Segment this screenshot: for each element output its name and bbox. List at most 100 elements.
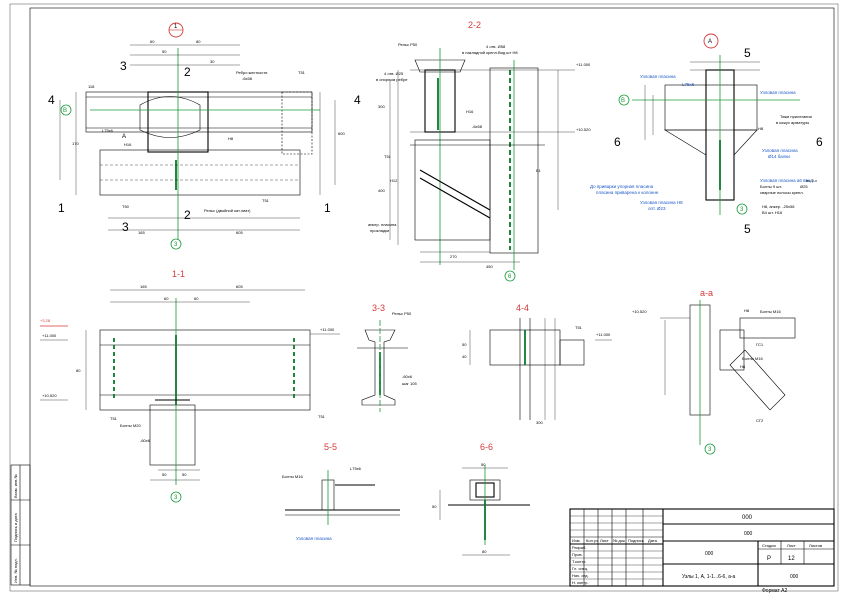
s11-dim-80: 80: [76, 368, 81, 373]
saa-axis: 3: [708, 447, 712, 453]
s55-callout-plate: Узловая пласина: [296, 536, 332, 541]
node1-callout-a: А: [122, 134, 126, 140]
saa-callout-5: СГ2: [756, 418, 764, 423]
view-section-3-3: 3-3 Рельс Р50 -60х6 шаг 105: [357, 303, 417, 412]
saa-callout-1: Н8: [744, 308, 750, 313]
s11-dim-60a: 60: [164, 296, 169, 301]
node1-callout-angle: L75х6: [102, 128, 114, 133]
tb-role-2: Т.контр.: [572, 559, 587, 564]
tb-name: 000: [705, 551, 714, 557]
tb-sheet-value: 12: [788, 556, 795, 562]
tb-code-second: 000: [744, 531, 753, 537]
saa-callout-3: Болты М16: [742, 356, 763, 361]
nodeA-c3: Тяжи прилегания: [780, 114, 812, 119]
view-section-6-6: 6-6 50 50 80: [432, 442, 530, 556]
left-margin-stamp: Взам. инв.№ Подпись и дата Инв. № подл.: [10, 464, 31, 586]
tb-stage-value: Р: [767, 556, 771, 562]
nodeA-c5: Н8: [758, 126, 764, 131]
cut-4-right: 4: [354, 93, 361, 107]
node1-dim-600: 600: [338, 131, 345, 136]
node-a-axis-letter: В: [621, 98, 625, 104]
view-section-4-4: 4-4 Т51 +11.000 50 40 300: [462, 303, 612, 425]
side-label-1: Взам. инв.№: [13, 474, 18, 498]
nodeA-c12: сварные полосы крепл.: [760, 190, 804, 195]
s44-title: 4-4: [516, 303, 529, 313]
s11-title: 1-1: [172, 269, 185, 279]
tb-role-4: Нач. отд.: [572, 573, 589, 578]
tb-header-0: Изм.: [572, 538, 581, 543]
s11-callout-plate: -60х6: [140, 438, 151, 443]
s22-callout-holes-note: в накладной крепл.Вид шт Н8: [462, 50, 518, 55]
s22-callout-shims: прокладки: [370, 228, 389, 233]
node-a-cut-6-right: 6: [816, 135, 823, 149]
nodeA-c0: Узловая пласина: [640, 74, 676, 79]
node1-dim-30: 30: [210, 59, 215, 64]
tb-org: 000: [790, 574, 799, 580]
tb-description: Узлы 1, А, 1-1...6-6, а-а: [682, 574, 736, 580]
tb-sheets-label: Листов: [809, 543, 822, 548]
s22-callout-anchor: анкер. пласина: [368, 222, 397, 227]
nodeA-c16: опт. Ø23: [648, 206, 666, 211]
node1-callout-rail: Рельс (двойной кат.лиат): [204, 208, 251, 213]
node-a-cut-5-bottom: 5: [744, 222, 751, 236]
s33-callout-pitch: шаг 105: [402, 381, 417, 386]
nodeA-c17: Н8, анкер. -25х58: [762, 204, 795, 209]
s11-dim-50b: 50: [182, 472, 187, 477]
nodeA-c11: Ø25: [800, 184, 808, 189]
node1-dim-165: 165: [138, 230, 145, 235]
tb-role-0: Разраб.: [572, 545, 586, 550]
nodeA-c9: по 3-х: [806, 178, 817, 183]
s44-callout-t51: Т51: [575, 325, 583, 330]
side-label-2: Подпись и дата: [13, 512, 18, 542]
s33-callout-rail: Рельс Р50: [392, 311, 412, 316]
sheet-border: [9, 3, 839, 592]
s11-axis: 3: [174, 495, 178, 501]
view-node-1: 1 В 3 2 3 4 4 1 1 2 3: [48, 22, 361, 250]
node-1-id: 1: [174, 24, 178, 30]
s22-callout-holes: 4 отв. Ø58: [486, 44, 506, 49]
s11-dim-165: 165: [140, 284, 147, 289]
s11-callout-t51-left: Т51: [110, 416, 118, 421]
view-section-5-5: 5-5 Болты М16 L75х6 Узловая пласина: [282, 442, 400, 541]
frame-border: [29, 7, 835, 587]
s66-title: 6-6: [480, 442, 493, 452]
s22-title: 2-2: [468, 20, 481, 30]
side-label-3: Инв. № подл.: [13, 558, 18, 583]
s22-callout-b1: Б1: [536, 168, 542, 173]
cut-2-bottom: 2: [184, 208, 191, 222]
s22-callout-h12: Н12: [390, 178, 398, 183]
s11-level-right: +11.000: [320, 327, 335, 332]
s55-callout-bolts: Болты М16: [282, 474, 303, 479]
cut-1-left: 1: [58, 201, 65, 215]
node-a-axis: 3: [740, 207, 744, 213]
nodeA-c1: L75х6: [682, 82, 695, 87]
s33-callout-plate: -60х6: [402, 374, 413, 379]
node1-callout-t50: Т50: [122, 204, 130, 209]
tb-sheet-label: Лист: [787, 543, 796, 548]
nodeA-c8: Узловая пласина a6 ввод: [760, 178, 813, 183]
s11-dim-605: 605: [236, 284, 243, 289]
s22-dim-400: 400: [378, 188, 385, 193]
tb-header-3: № док: [613, 538, 625, 543]
node-1-axis-number: 3: [174, 242, 178, 248]
view-section-1-1: 1-1 3 +3.28 +11.000 +10.520 +11.000 Т51 …: [40, 269, 340, 503]
nodeA-c10: Болты 9 шт.: [760, 184, 782, 189]
node1-dim-605: 605: [236, 230, 243, 235]
nodeA-c14: пласина приварена к колонне: [596, 190, 659, 195]
saa-callout-2: ГС1: [756, 342, 764, 347]
s66-dim-50a: 50: [481, 462, 486, 467]
saa-title: а-а: [700, 288, 713, 298]
s11-level-bottom: +10.520: [42, 393, 57, 398]
s55-title: 5-5: [324, 442, 337, 452]
s22-dim-300: 300: [378, 104, 385, 109]
node1-callout-h16: H16: [124, 142, 132, 147]
s44-level: +11.000: [596, 332, 611, 337]
cut-3-bottom: 3: [122, 220, 129, 234]
nodeA-c2: Узловая пласина: [760, 90, 796, 95]
nodeA-c15: Узловая пласина Н8: [640, 200, 683, 205]
node1-callout-t51-top: Т51: [298, 70, 306, 75]
s11-dim-50a: 50: [162, 472, 167, 477]
node-a-id: А: [708, 39, 712, 45]
s11-callout-bolts: Болты М20: [120, 423, 141, 428]
node1-dim-118: 118: [88, 84, 95, 89]
